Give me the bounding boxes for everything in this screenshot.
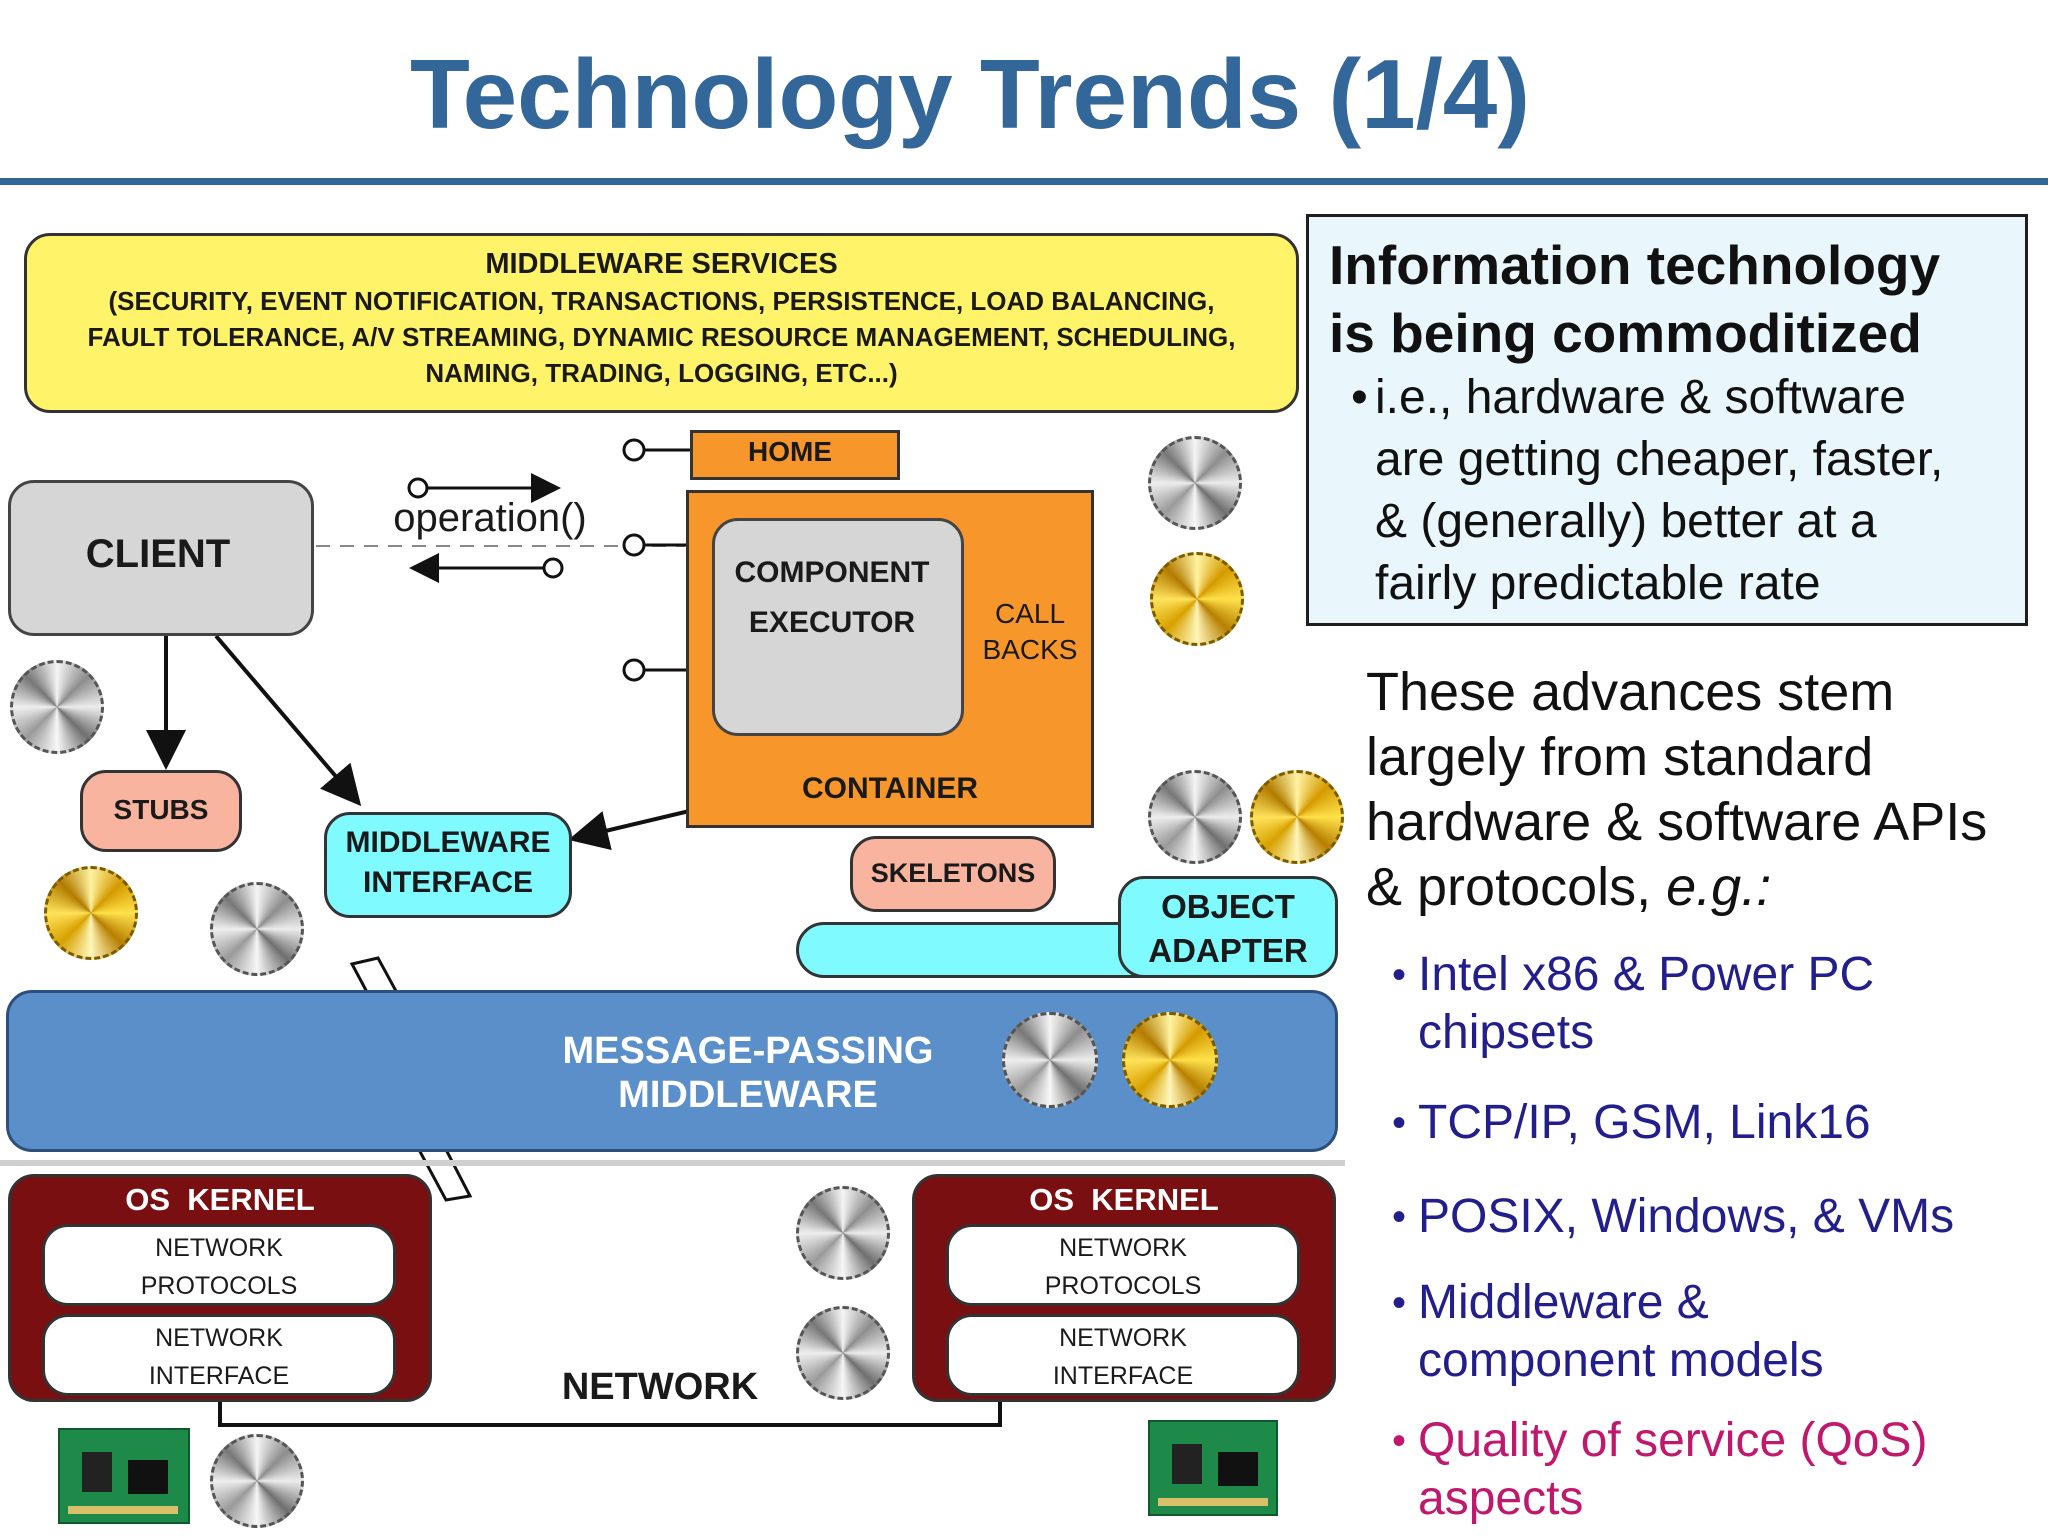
example-line: chipsets [1418, 1006, 1595, 1059]
cd-disk-icon [1250, 770, 1344, 864]
circuit-board-icon [58, 1428, 190, 1524]
cd-disk-icon [1148, 436, 1242, 530]
network-interface-right-box [946, 1314, 1300, 1396]
cd-disk-icon [1002, 1012, 1098, 1108]
stubs-label: STUBS [113, 794, 209, 825]
network-label: NETWORK [561, 1366, 759, 1408]
client-label: CLIENT [85, 532, 231, 576]
network-interface-left-box [42, 1314, 396, 1396]
component-executor-label-1: COMPONENT [734, 556, 930, 589]
cd-disk-icon [44, 866, 138, 960]
example-item: • POSIX, Windows, & VMs [1392, 1188, 2032, 1246]
bullet-icon: • [1392, 1195, 1407, 1239]
object-adapter-label-2: ADAPTER [1148, 932, 1308, 969]
middleware-services-box [24, 233, 1299, 413]
callout-bullet-line-3: & (generally) better at a [1375, 495, 1877, 548]
example-line: Intel x86 & Power PC [1418, 948, 1875, 1001]
cd-disk-icon [210, 882, 304, 976]
callbacks-label-2: BACKS [982, 634, 1078, 665]
advances-eg: e.g.: [1666, 857, 1772, 917]
advances-paragraph: These advances stem largely from standar… [1366, 660, 2046, 920]
cd-disk-icon [210, 1434, 304, 1528]
middleware-services-line2: FAULT TOLERANCE, A/V STREAMING, DYNAMIC … [87, 322, 1236, 352]
architecture-diagram: MIDDLEWARE SERVICES (SECURITY, EVENT NOT… [0, 233, 1345, 1528]
client-box [8, 480, 314, 636]
circuit-board-icon [1148, 1420, 1278, 1516]
message-passing-label-2: MIDDLEWARE [618, 1074, 878, 1116]
middleware-services-line3: NAMING, TRADING, LOGGING, ETC...) [425, 358, 898, 388]
callout-bullet-line-2: are getting cheaper, faster, [1375, 433, 1944, 486]
slide-title: Technology Trends (1/4) [410, 39, 1530, 149]
skeletons-label: SKELETONS [870, 858, 1036, 888]
operation-label: operation() [393, 496, 587, 540]
cd-disk-icon [796, 1186, 890, 1280]
callbacks-label-1: CALL [994, 598, 1066, 629]
cd-disk-icon [796, 1306, 890, 1400]
network-protocols-left-box [42, 1224, 396, 1306]
message-passing-label-1: MESSAGE-PASSING [562, 1030, 934, 1072]
middleware-interface-label-2: INTERFACE [362, 866, 533, 899]
skeletons-box [850, 836, 1056, 912]
middleware-interface-label-1: MIDDLEWARE [345, 826, 551, 859]
bullet-icon: • [1392, 1419, 1407, 1463]
middleware-services-heading: MIDDLEWARE SERVICES [485, 248, 838, 280]
middleware-interface-box [324, 812, 572, 918]
example-item: • Middleware &component models [1392, 1274, 2032, 1390]
cd-disk-icon [10, 660, 104, 754]
example-item-qos: • Quality of service (QoS)aspects [1392, 1412, 2032, 1528]
example-line: POSIX, Windows, & VMs [1418, 1190, 1955, 1243]
example-line: Middleware & [1418, 1276, 1709, 1329]
advances-line-4: & protocols, e.g.: [1366, 857, 1772, 917]
bullet-icon: • [1351, 371, 1368, 424]
example-line: Quality of service (QoS) [1418, 1414, 1928, 1467]
advances-line-3: hardware & software APIs [1366, 792, 1988, 852]
callout-headline-2: is being commoditized [1329, 302, 1922, 364]
message-passing-box [6, 990, 1338, 1152]
cd-disk-icon [1122, 1012, 1218, 1108]
object-adapter-box [1118, 876, 1338, 978]
example-line: aspects [1418, 1472, 1584, 1525]
callout-bullet-line-4: fairly predictable rate [1375, 557, 1821, 610]
container-label: CONTAINER [801, 772, 979, 805]
os-kernel-left-label: OS KERNEL [125, 1182, 315, 1217]
network-interface-left-label-1: NETWORK [155, 1324, 283, 1352]
network-protocols-left-label-2: PROTOCOLS [140, 1272, 298, 1300]
title-rule [0, 178, 2048, 185]
example-line: TCP/IP, GSM, Link16 [1418, 1096, 1871, 1149]
cd-disk-icon [1150, 552, 1244, 646]
bullet-icon: • [1392, 1101, 1407, 1145]
network-protocols-right-box [946, 1224, 1300, 1306]
bullet-icon: • [1392, 1281, 1407, 1325]
example-item: • TCP/IP, GSM, Link16 [1392, 1094, 2032, 1152]
home-box [690, 430, 900, 480]
callout-bullet: • i.e., hardware & software [1351, 367, 2005, 429]
bullet-icon: • [1392, 953, 1407, 997]
callout-bullet-continued: fairly predictable rate [1351, 553, 2005, 615]
os-kernel-right-label: OS KERNEL [1029, 1182, 1219, 1217]
home-label: HOME [748, 436, 832, 467]
network-protocols-right-label-2: PROTOCOLS [1044, 1272, 1202, 1300]
network-interface-left-label-2: INTERFACE [148, 1362, 290, 1390]
network-interface-right-label-1: NETWORK [1059, 1324, 1187, 1352]
stubs-box [80, 770, 242, 852]
component-executor-box [712, 518, 964, 736]
callout-headline-1: Information technology [1329, 234, 1941, 296]
separator-line [0, 1160, 1345, 1166]
callout-bullet-continued: are getting cheaper, faster, [1351, 429, 2005, 491]
middleware-services-line1: (SECURITY, EVENT NOTIFICATION, TRANSACTI… [108, 286, 1215, 316]
callout-bullet-continued: & (generally) better at a [1351, 491, 2005, 553]
commoditization-callout: Information technology is being commodit… [1306, 214, 2028, 626]
object-adapter-label-1: OBJECT [1161, 888, 1295, 925]
network-protocols-right-label-1: NETWORK [1059, 1234, 1187, 1262]
advances-line-2: largely from standard [1366, 727, 1874, 787]
network-protocols-left-label-1: NETWORK [155, 1234, 283, 1262]
component-executor-label-2: EXECUTOR [748, 606, 916, 639]
advances-line-1: These advances stem [1366, 662, 1895, 722]
callout-bullet-line-1: i.e., hardware & software [1375, 371, 1906, 424]
cd-disk-icon [1148, 770, 1242, 864]
network-interface-right-label-2: INTERFACE [1052, 1362, 1194, 1390]
example-line: component models [1418, 1334, 1824, 1387]
